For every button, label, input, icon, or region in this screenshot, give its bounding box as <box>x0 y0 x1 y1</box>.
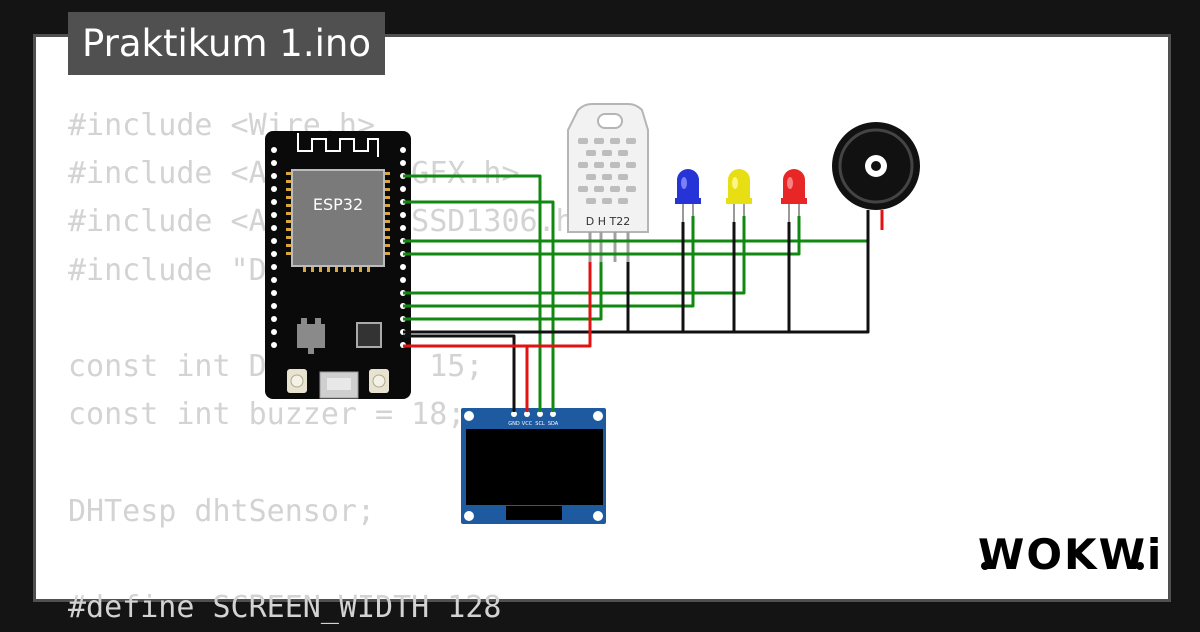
wire-led-red <box>403 216 801 256</box>
oled-pin-scl: SCL <box>535 421 545 427</box>
wires <box>403 174 870 412</box>
code-line: #define SCREEN_WIDTH 128 <box>68 590 502 626</box>
oled-pin-gnd: GND <box>508 421 520 427</box>
code-line: const int buzzer = 18; <box>68 397 466 433</box>
wire-sda <box>403 200 555 412</box>
wokwi-logo <box>981 562 1144 570</box>
wire-oled-gnd <box>403 334 516 412</box>
oled-pin-sda: SDA <box>548 421 559 427</box>
led-blue[interactable] <box>675 169 701 222</box>
code-line: DHTesp dhtSensor; <box>68 493 376 529</box>
led-yellow[interactable] <box>726 169 752 222</box>
buzzer[interactable] <box>832 122 920 230</box>
wire-gnd-bus <box>403 230 870 334</box>
dht22-label: D H T22 <box>586 215 630 228</box>
oled-display[interactable]: GND VCC SCL SDA <box>461 408 606 524</box>
esp32-label: ESP32 <box>313 195 363 214</box>
wire-dht-data <box>403 262 603 321</box>
wire-led-yellow <box>403 216 746 295</box>
wokwi-brand: WOKWi <box>978 530 1164 579</box>
esp32-board[interactable]: ESP32 <box>265 131 411 399</box>
wire-led-blue <box>403 216 695 308</box>
wire-vcc <box>403 262 592 348</box>
oled-pin-vcc: VCC <box>522 421 533 427</box>
dht22-sensor[interactable]: D H T22 <box>567 103 649 262</box>
project-title: Praktikum 1.ino <box>68 12 385 75</box>
led-red[interactable] <box>781 169 807 222</box>
